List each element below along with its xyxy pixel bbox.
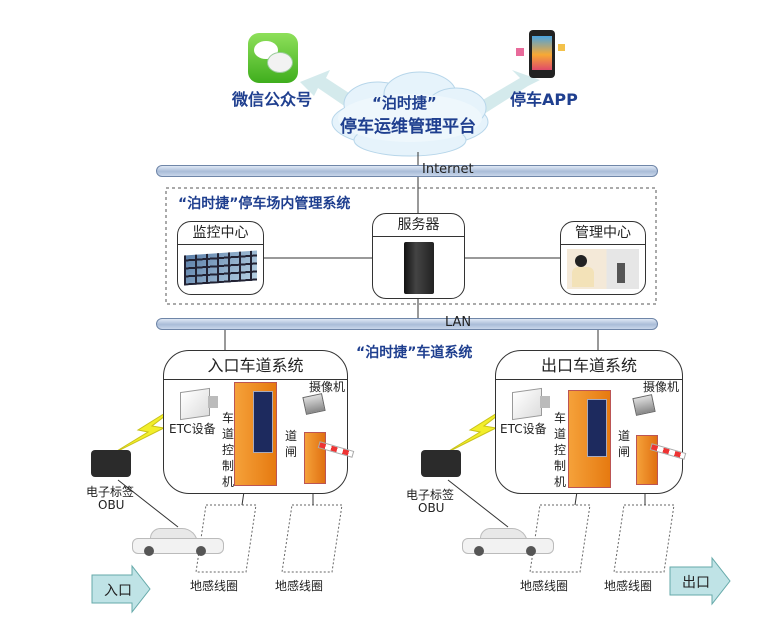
entry-lane-title: 入口车道系统 [164, 351, 347, 380]
monitor-center-card: 监控中心 [177, 221, 264, 295]
exit-obu-label-2: OBU [418, 501, 445, 515]
exit-loop-1-label: 地感线圈 [520, 579, 569, 593]
video-wall-icon [184, 250, 257, 286]
lane-system-title: “泊时捷”车道系统 [356, 345, 473, 361]
etc-antenna-icon [512, 387, 542, 421]
ground-loop-2-exit [613, 504, 675, 573]
server-card: 服务器 [372, 213, 465, 299]
server-rack-icon [403, 242, 434, 294]
monitor-center-label: 监控中心 [178, 222, 263, 245]
entry-obu-label-1: 电子标签 [86, 485, 135, 499]
entry-barrier-label: 道闸 [284, 429, 297, 459]
parking-app-label: 停车APP [510, 90, 578, 109]
exit-direction-label: 出口 [682, 575, 710, 591]
arrow-to-app [476, 70, 540, 114]
app-decoration-icon [516, 48, 524, 56]
ground-loop-1-exit [529, 504, 591, 573]
admin-operator-icon [567, 249, 639, 289]
exit-direction-arrow [669, 556, 731, 606]
management-system-boundary [165, 187, 657, 305]
admin-center-label: 管理中心 [561, 222, 645, 245]
cloud-shape [331, 71, 489, 157]
exit-loop-2-label: 地感线圈 [604, 579, 653, 593]
entry-etc-label: ETC设备 [169, 422, 216, 436]
car-icon [132, 528, 224, 556]
entry-direction-label: 入口 [104, 583, 132, 599]
internet-bus [156, 165, 658, 177]
etc-antenna-icon [180, 387, 210, 421]
car-icon [462, 528, 554, 556]
app-decoration-icon [558, 44, 565, 51]
obu-device-icon [91, 450, 131, 477]
ground-loop-1-entry [195, 504, 257, 573]
ground-loop-2-entry [281, 504, 343, 573]
barrier-gate-icon [304, 432, 326, 484]
entry-direction-arrow [91, 564, 151, 614]
mobile-app-icon [529, 30, 555, 78]
admin-center-card: 管理中心 [560, 221, 646, 295]
management-system-title: “泊时捷”停车场内管理系统 [178, 196, 351, 212]
cloud-brand-label: “泊时捷” [372, 94, 437, 112]
barrier-gate-icon [636, 435, 658, 485]
exit-obu-label-1: 电子标签 [406, 488, 455, 502]
lan-bus [156, 318, 658, 330]
wechat-official-account-label: 微信公众号 [232, 90, 313, 109]
cloud-platform-label: 停车运维管理平台 [340, 117, 476, 137]
entry-controller-label: 车道控制机 [221, 411, 234, 489]
obu-device-icon [421, 450, 461, 477]
exit-barrier-label: 道闸 [617, 429, 630, 459]
entry-loop-2-label: 地感线圈 [275, 579, 324, 593]
exit-controller-label: 车道控制机 [553, 411, 566, 489]
entry-loop-1-label: 地感线圈 [190, 579, 239, 593]
lane-controller-icon [568, 390, 611, 488]
wechat-icon [248, 33, 298, 83]
etc-bracket-icon [208, 396, 218, 408]
exit-etc-label: ETC设备 [500, 422, 547, 436]
server-label: 服务器 [373, 214, 464, 237]
lan-label: LAN [445, 315, 472, 330]
entry-camera-label: 摄像机 [309, 380, 346, 394]
internet-label: Internet [422, 162, 474, 177]
exit-camera-label: 摄像机 [643, 380, 680, 394]
entry-obu-label-2: OBU [98, 498, 125, 512]
etc-bracket-icon [540, 396, 550, 408]
exit-lane-title: 出口车道系统 [496, 351, 682, 380]
lane-controller-icon [234, 382, 277, 486]
